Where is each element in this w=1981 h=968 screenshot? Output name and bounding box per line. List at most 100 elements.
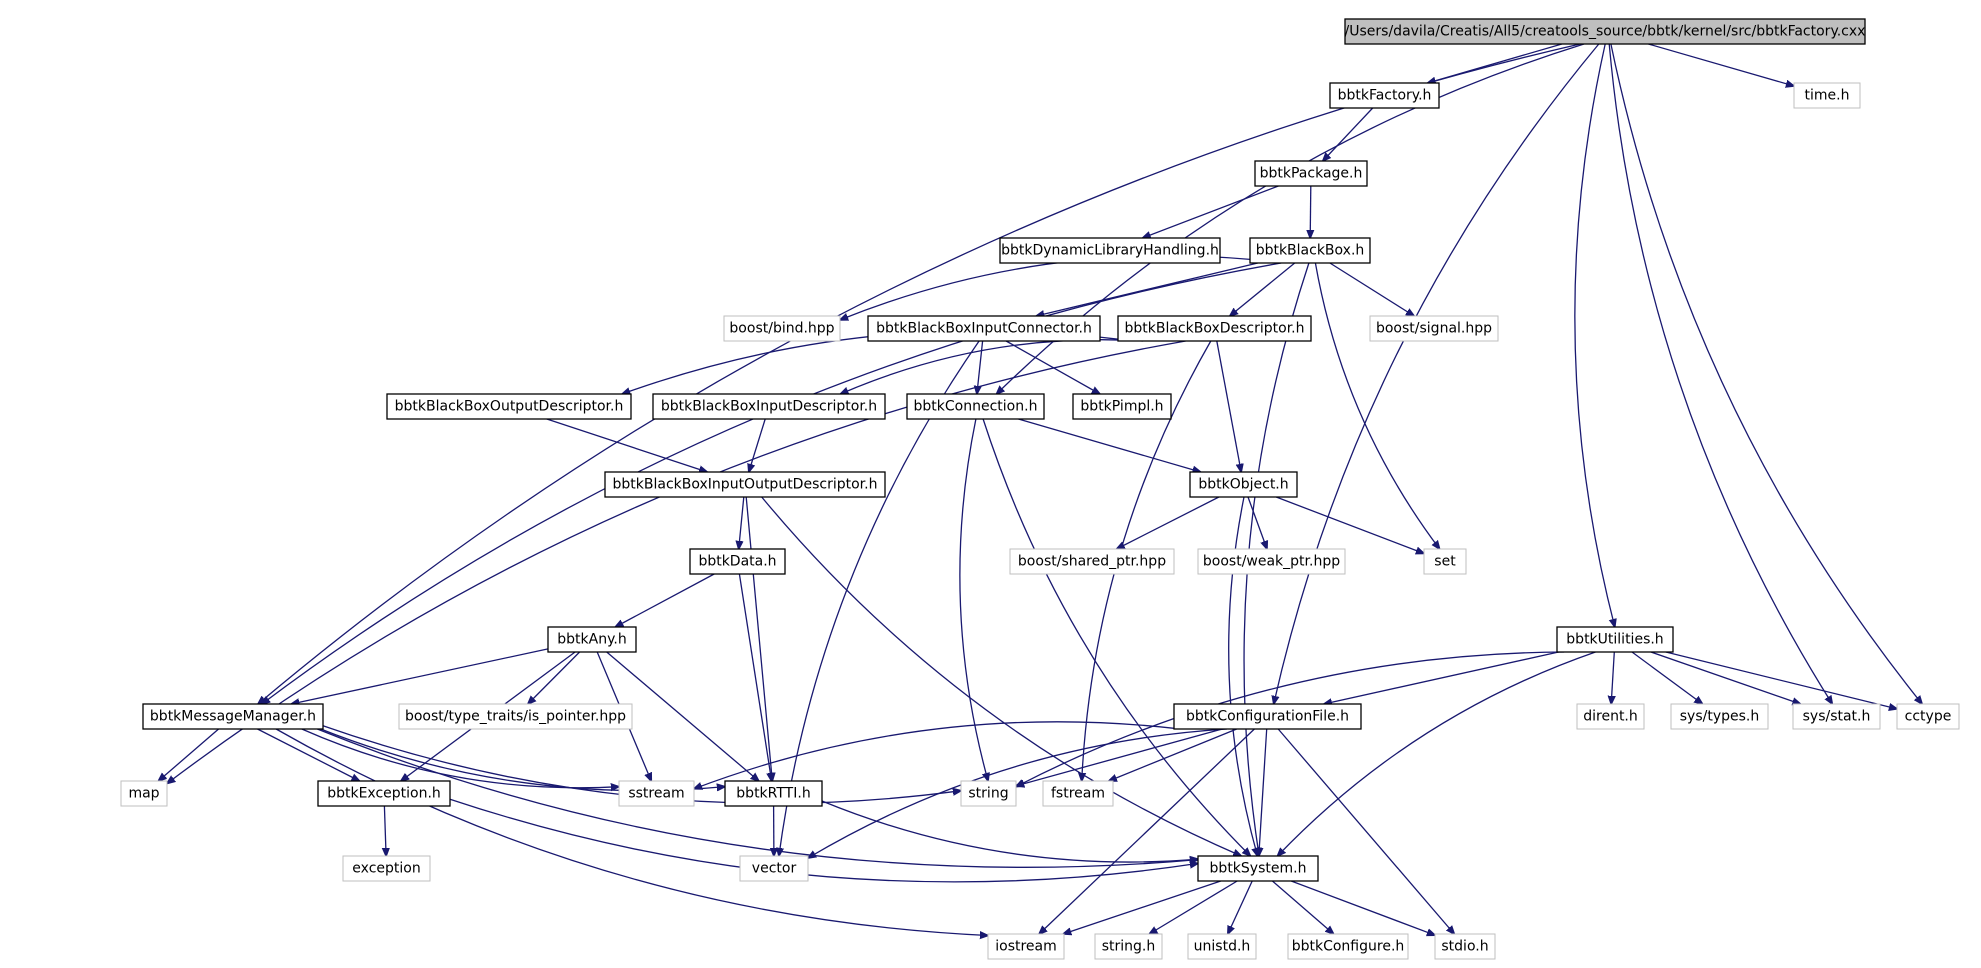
node-rtti[interactable]: bbtkRTTI.h: [724, 780, 823, 807]
node-label-blackbox: bbtkBlackBox.h: [1256, 243, 1365, 259]
node-utilities[interactable]: bbtkUtilities.h: [1556, 626, 1674, 653]
node-label-bbinconn: bbtkBlackBoxInputConnector.h: [876, 321, 1092, 337]
node-cctype: cctype: [1896, 703, 1960, 730]
edge-blackbox-to-signal: [1329, 262, 1414, 316]
edge-object-to-system: [1228, 496, 1258, 856]
node-box-cctype: [1896, 703, 1960, 730]
node-box-bbindesc: [652, 393, 886, 420]
node-box-dirent: [1576, 703, 1645, 730]
node-object[interactable]: bbtkObject.h: [1189, 471, 1298, 498]
node-box-vector: [739, 855, 809, 882]
node-label-any: bbtkAny.h: [557, 632, 626, 648]
node-map: map: [120, 780, 168, 807]
node-stdio: stdio.h: [1434, 933, 1496, 960]
node-box-sharedptr: [1009, 548, 1175, 575]
edge-utilities-to-string: [1016, 651, 1565, 787]
node-label-iostream: iostream: [995, 939, 1057, 955]
edge-bboutdesc-to-bbiodesc: [546, 418, 707, 472]
edge-config-to-sstream: [694, 721, 1175, 789]
node-vector: vector: [739, 855, 809, 882]
node-box-stringh: [1094, 933, 1163, 960]
node-label-stringh: string.h: [1102, 939, 1156, 955]
edge-blackbox-to-bbinconn: [1036, 262, 1258, 316]
edge-msgmgr-to-iostream: [275, 728, 988, 936]
node-label-map: map: [128, 786, 159, 802]
node-label-rtti: bbtkRTTI.h: [736, 786, 810, 802]
node-label-msgmgr: bbtkMessageManager.h: [150, 709, 316, 725]
node-exception_h[interactable]: bbtkException.h: [317, 780, 451, 807]
node-label-fstream: fstream: [1051, 786, 1105, 802]
edge-data-to-any: [615, 573, 715, 627]
node-box-iostream: [987, 933, 1065, 960]
edge-utilities-to-config: [1324, 651, 1559, 704]
edge-utilities-to-systypes: [1631, 651, 1703, 704]
edge-config-to-stdio: [1277, 728, 1454, 934]
node-connection[interactable]: bbtkConnection.h: [906, 393, 1045, 420]
node-sharedptr: boost/shared_ptr.hpp: [1009, 548, 1175, 575]
node-box-typetraits: [398, 703, 633, 730]
node-sysstat: sys/stat.h: [1792, 703, 1881, 730]
node-label-time: time.h: [1805, 88, 1850, 104]
edge-blackbox-to-bbdesc: [1230, 262, 1296, 316]
node-bbindesc[interactable]: bbtkBlackBoxInputDescriptor.h: [652, 393, 886, 420]
node-string: string: [960, 780, 1017, 807]
edge-bbdesc-to-map: [167, 340, 1186, 784]
node-box-sstream: [618, 780, 695, 807]
node-time: time.h: [1793, 82, 1861, 109]
node-msgmgr[interactable]: bbtkMessageManager.h: [142, 703, 324, 730]
node-box-sysstat: [1792, 703, 1881, 730]
edge-blackbox-to-msgmgr: [262, 262, 1282, 704]
node-box-bbdesc: [1117, 315, 1312, 342]
node-label-factory: bbtkFactory.h: [1338, 88, 1432, 104]
node-label-object: bbtkObject.h: [1198, 477, 1288, 493]
node-label-sstream: sstream: [628, 786, 684, 802]
node-bbdesc[interactable]: bbtkBlackBoxDescriptor.h: [1117, 315, 1312, 342]
node-dynlib[interactable]: bbtkDynamicLibraryHandling.h: [999, 237, 1221, 264]
node-box-stdio: [1434, 933, 1496, 960]
node-label-package: bbtkPackage.h: [1260, 166, 1363, 182]
node-bbinconn[interactable]: bbtkBlackBoxInputConnector.h: [867, 315, 1101, 342]
edge-root-to-utilities: [1574, 43, 1615, 627]
node-label-sharedptr: boost/shared_ptr.hpp: [1018, 554, 1166, 570]
edge-rtti-to-system: [821, 800, 1198, 862]
node-bbiodesc[interactable]: bbtkBlackBoxInputOutputDescriptor.h: [604, 471, 886, 498]
node-package[interactable]: bbtkPackage.h: [1254, 160, 1368, 187]
node-system[interactable]: bbtkSystem.h: [1197, 855, 1319, 882]
node-config[interactable]: bbtkConfigurationFile.h: [1173, 703, 1362, 730]
node-label-vector: vector: [752, 861, 797, 877]
node-configure: bbtkConfigure.h: [1287, 933, 1409, 960]
edge-system-to-unistd: [1228, 880, 1253, 934]
edge-config-to-system: [1259, 728, 1268, 856]
edge-config-to-iostream: [1039, 728, 1255, 934]
node-label-system: bbtkSystem.h: [1210, 861, 1307, 877]
node-label-sysstat: sys/stat.h: [1803, 709, 1871, 725]
node-box-fstream: [1042, 780, 1114, 807]
node-box-root: [1344, 18, 1866, 45]
node-box-exception_h: [317, 780, 451, 807]
edge-config-to-string: [1016, 728, 1223, 786]
edge-blackbox-to-bind: [840, 255, 1251, 320]
edge-msgmgr-to-system: [317, 728, 1198, 868]
node-data[interactable]: bbtkData.h: [689, 548, 786, 575]
dependency-nodes: /Users/davila/Creatis/All5/creatools_sou…: [120, 18, 1960, 960]
edge-any-to-msgmgr: [291, 648, 549, 704]
node-bboutdesc[interactable]: bbtkBlackBoxOutputDescriptor.h: [386, 393, 632, 420]
node-label-cctype: cctype: [1905, 709, 1952, 725]
node-any[interactable]: bbtkAny.h: [547, 626, 637, 653]
node-dirent: dirent.h: [1576, 703, 1645, 730]
node-label-bbdesc: bbtkBlackBoxDescriptor.h: [1124, 321, 1304, 337]
edge-bbindesc-to-bbiodesc: [749, 418, 766, 472]
node-label-dirent: dirent.h: [1583, 709, 1638, 725]
edge-system-to-configure: [1271, 880, 1333, 934]
node-box-time: [1793, 82, 1861, 109]
edge-factory-to-package: [1323, 107, 1374, 161]
node-pimpl[interactable]: bbtkPimpl.h: [1072, 393, 1172, 420]
node-sstream: sstream: [618, 780, 695, 807]
node-set: set: [1423, 548, 1467, 575]
node-blackbox[interactable]: bbtkBlackBox.h: [1249, 237, 1371, 264]
edge-root-to-cctype: [1610, 43, 1922, 704]
node-factory[interactable]: bbtkFactory.h: [1329, 82, 1440, 109]
node-box-utilities: [1556, 626, 1674, 653]
edge-bbiodesc-to-data: [739, 496, 745, 549]
